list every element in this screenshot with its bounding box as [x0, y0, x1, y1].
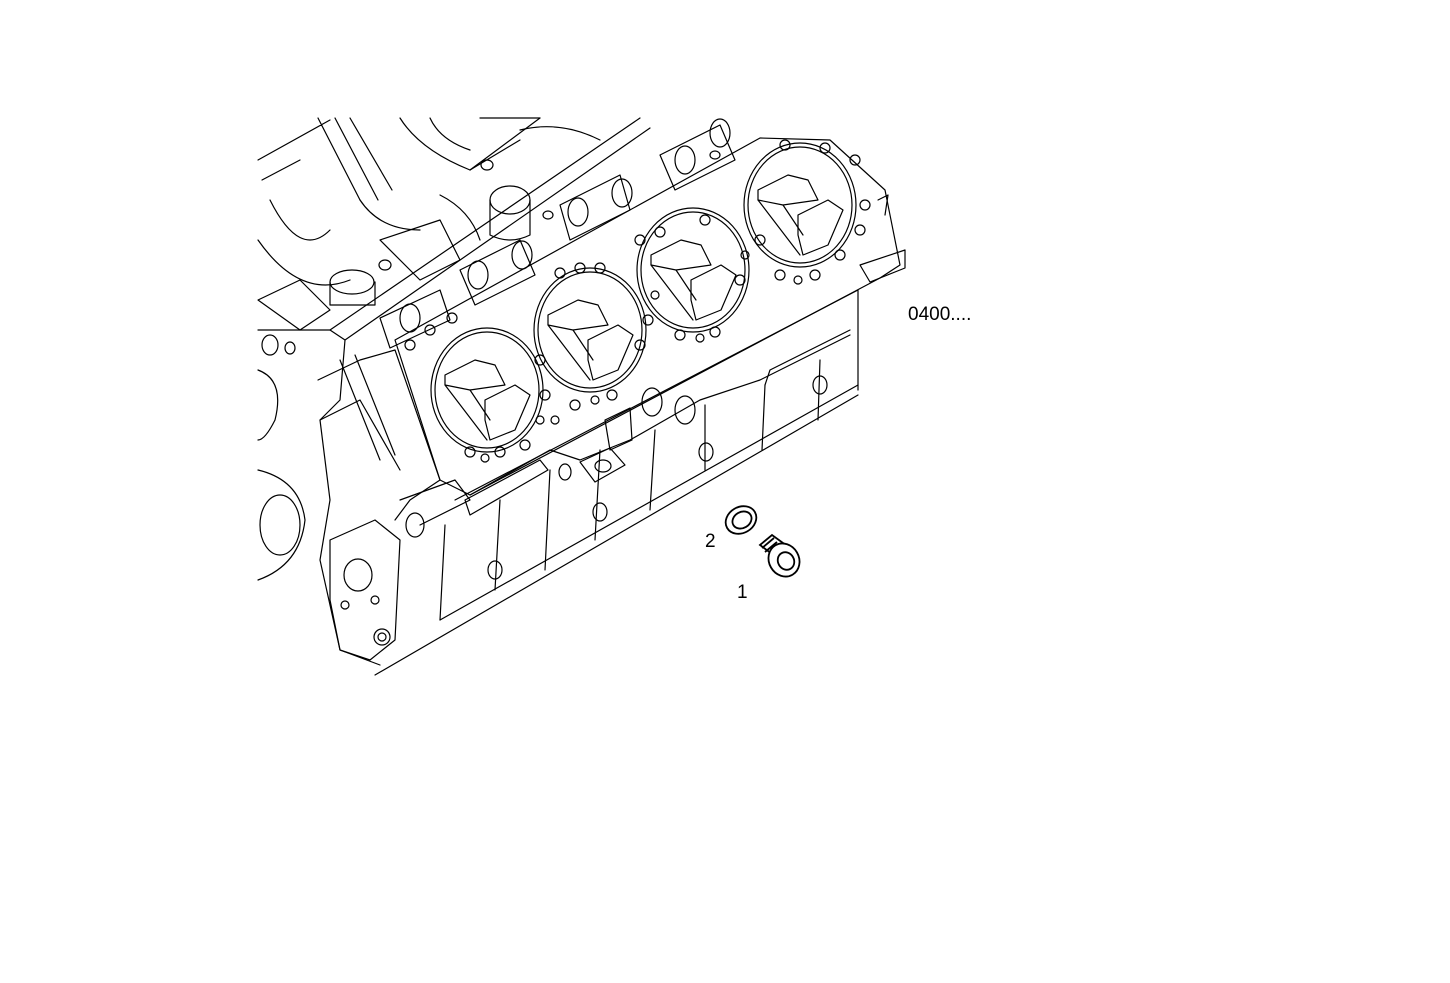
plug-part	[758, 533, 801, 578]
callout-2-label[interactable]: 2	[705, 531, 716, 552]
group-code-label: 0400....	[908, 304, 972, 325]
sealing-ring-part	[724, 505, 758, 535]
callout-1-label[interactable]: 1	[737, 582, 748, 603]
